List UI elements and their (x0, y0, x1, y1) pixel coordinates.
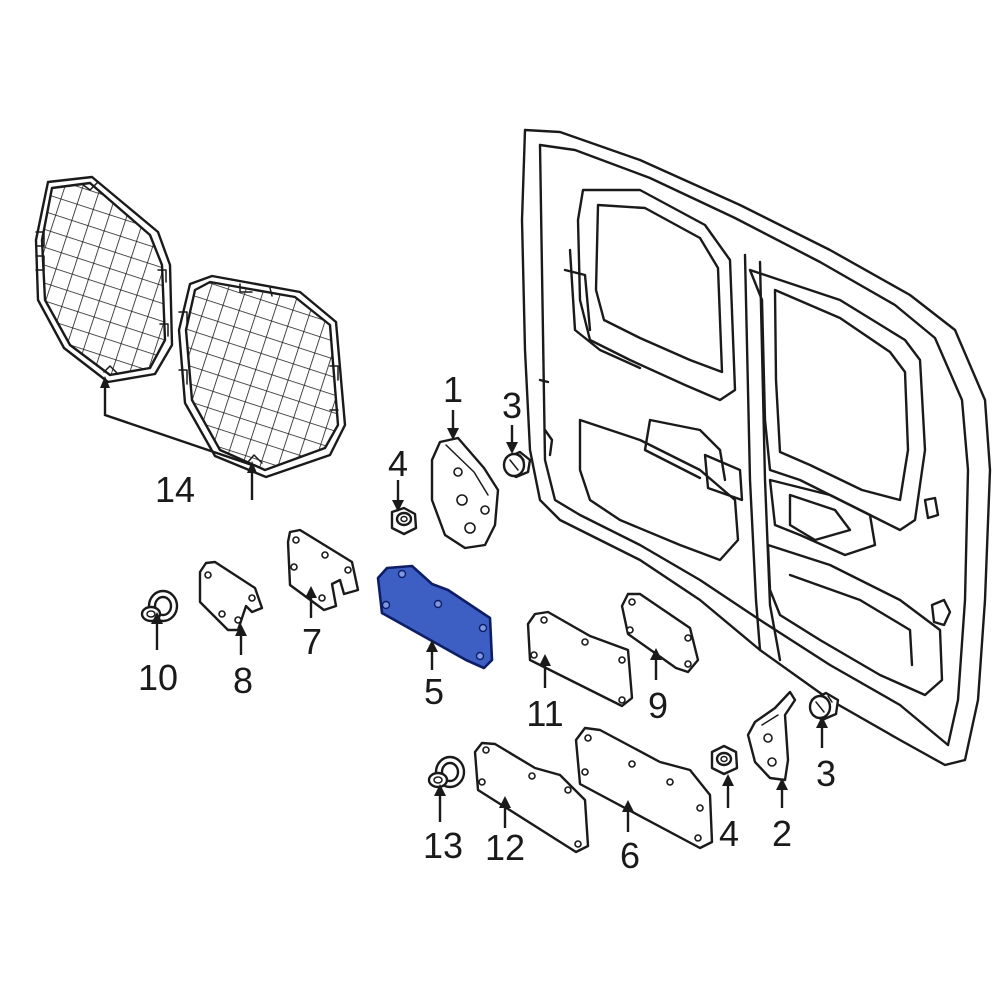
part-3-clip-top (502, 450, 532, 479)
window-screen-right (177, 274, 347, 479)
part-1-bracket (430, 436, 500, 550)
callout-9: 9 (648, 685, 668, 726)
part-8-plate (198, 560, 264, 632)
part-9-plate (620, 592, 700, 674)
callout-12: 12 (485, 827, 525, 868)
window-screen-left (34, 175, 174, 384)
callout-2: 2 (772, 813, 792, 854)
callout-10: 10 (138, 657, 178, 698)
part-11-panel (526, 610, 634, 708)
callout-4-top: 4 (388, 443, 408, 484)
callout-numbers: 14 1 3 4 7 8 10 5 11 9 3 2 4 6 12 13 (138, 369, 836, 876)
part-5-cover-highlighted (376, 564, 494, 670)
leader-lines (100, 376, 828, 832)
callout-7: 7 (302, 621, 322, 662)
callout-4-bottom: 4 (719, 813, 739, 854)
callout-6: 6 (620, 835, 640, 876)
part-4-nut-top (390, 506, 418, 536)
callout-5: 5 (424, 671, 444, 712)
callout-13: 13 (423, 825, 463, 866)
part-2-bracket (746, 690, 797, 782)
callout-1: 1 (443, 369, 463, 410)
callout-3-right: 3 (816, 753, 836, 794)
callout-3-top: 3 (502, 385, 522, 426)
part-3-clip-right (808, 691, 840, 722)
rear-door (520, 128, 992, 767)
part-13-grommet (427, 755, 466, 789)
part-6-panel (574, 726, 714, 850)
part-4-nut-bottom (710, 744, 739, 776)
callout-8: 8 (233, 660, 253, 701)
callout-14: 14 (155, 469, 195, 510)
part-12-panel (473, 741, 590, 854)
part-7-plate (286, 528, 360, 612)
callout-11: 11 (526, 693, 563, 734)
part-10-grommet (140, 589, 179, 623)
